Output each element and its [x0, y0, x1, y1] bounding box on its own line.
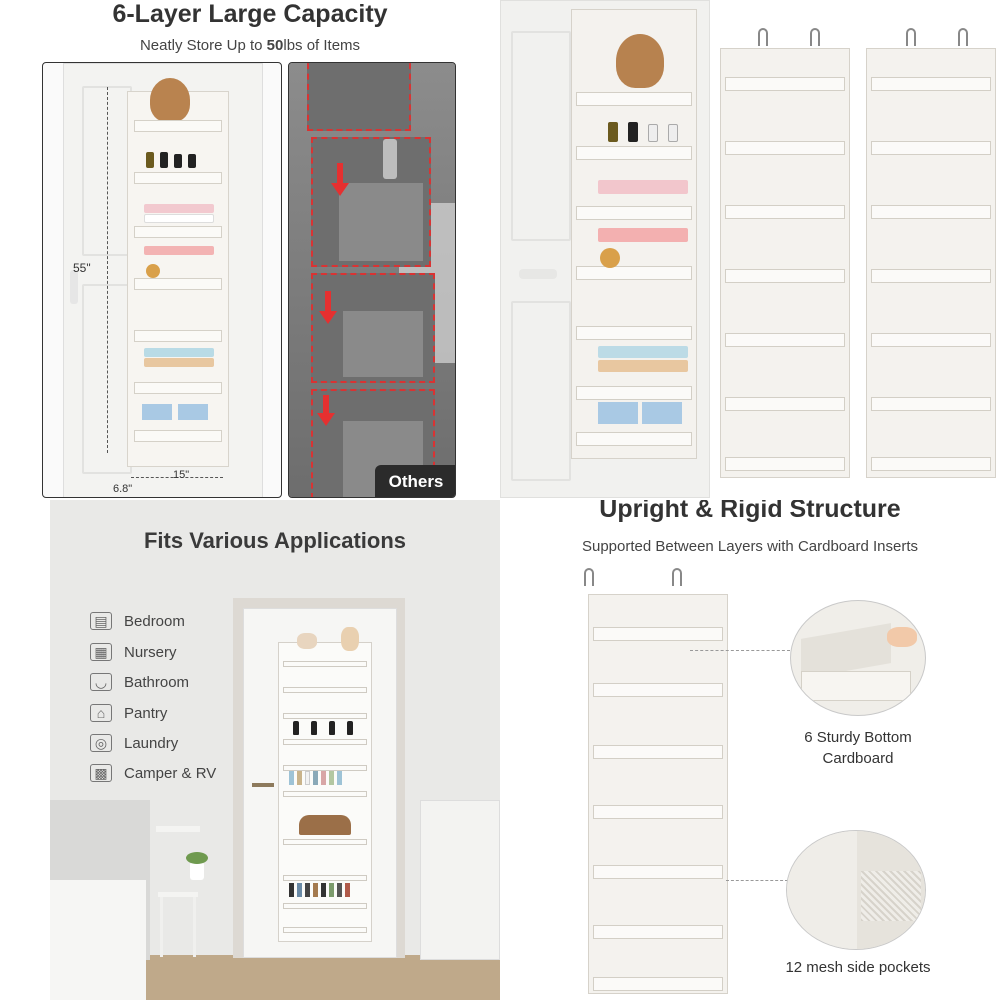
app-label: Laundry — [124, 734, 179, 752]
subtitle-prefix: Neatly Store Up to — [139, 37, 267, 54]
bed — [50, 880, 146, 1000]
app-label: Bathroom — [124, 673, 190, 691]
sag-arrow-icon — [319, 311, 337, 324]
app-label: Camper & RV — [124, 764, 217, 782]
bunny-toy — [341, 627, 359, 651]
sag-arrow-icon — [317, 413, 335, 426]
door-handle — [519, 269, 557, 279]
organizer-on-door — [278, 627, 372, 942]
depth-dimension: 6.8" — [113, 483, 133, 495]
structure-panel: Upright & Rigid Structure Supported Betw… — [500, 500, 1000, 1000]
washing-machine-icon: ◎ — [90, 734, 112, 752]
app-item-laundry: ◎ Laundry — [90, 731, 178, 755]
teddy-bear — [150, 78, 190, 122]
sagging-pocket-2 — [311, 137, 431, 267]
door-photo — [500, 0, 710, 498]
app-label: Bedroom — [124, 612, 185, 630]
pantry-icon: ⌂ — [90, 704, 112, 722]
width-dimension: 15" — [173, 469, 190, 481]
cardboard-caption: 6 Sturdy Bottom Cardboard — [770, 727, 946, 769]
hook-icon — [958, 28, 968, 46]
hook-icon — [672, 568, 682, 586]
cardboard-detail-image — [790, 600, 926, 716]
height-dimension: 55" — [73, 261, 91, 275]
subtitle-suffix: lbs of Items — [283, 37, 361, 54]
mesh-pocket-detail-image — [786, 830, 926, 950]
cardboard-caption-line1: 6 Sturdy Bottom — [804, 729, 912, 746]
structure-title: Upright & Rigid Structure — [599, 500, 901, 523]
cardboard-caption-line2: Cardboard — [822, 750, 894, 767]
hook-icon — [810, 28, 820, 46]
comparison-photo-frame: Others — [288, 62, 456, 498]
subtitle-weight: 50 — [266, 37, 284, 54]
bed-icon: ▤ — [90, 612, 112, 630]
side-shelf-unit — [420, 800, 500, 960]
crib-icon: ▦ — [90, 643, 112, 661]
app-label: Pantry — [124, 704, 168, 722]
hook-icon — [906, 28, 916, 46]
potted-plant — [190, 862, 204, 880]
others-badge: Others — [375, 465, 455, 497]
sagging-pocket-1 — [307, 63, 411, 131]
hook-icon — [758, 28, 768, 46]
organizer-empty-angle — [866, 48, 996, 478]
organizer-structure — [588, 594, 728, 994]
organizer-with-items — [571, 9, 697, 459]
camper-icon: ▩ — [90, 764, 112, 782]
door-handle — [252, 783, 274, 787]
app-item-camper: ▩ Camper & RV — [90, 761, 216, 785]
organizer-empty-front — [720, 48, 850, 478]
hand — [887, 627, 917, 647]
structure-subtitle: Supported Between Layers with Cardboard … — [581, 538, 919, 555]
door-handle — [70, 270, 78, 304]
chair-seat — [158, 892, 198, 897]
sag-arrow-icon — [331, 183, 349, 196]
bathtub-icon: ◡ — [90, 673, 112, 691]
app-item-pantry: ⌂ Pantry — [90, 701, 167, 725]
dimension-photo-frame: 55" 15" 6.8" — [42, 62, 282, 498]
applications-panel: Fits Various Applications ▤ Bedroom ▦ Nu… — [50, 500, 500, 1000]
chair-back — [156, 826, 200, 832]
mesh-pocket-caption: 12 mesh side pockets — [785, 959, 931, 976]
teddy-bear — [616, 34, 664, 88]
handbag — [299, 815, 351, 835]
app-item-nursery: ▦ Nursery — [90, 640, 177, 664]
spray-bottle — [383, 139, 397, 179]
capacity-panel: 6-Layer Large Capacity Neatly Store Up t… — [0, 0, 500, 500]
applications-title: Fits Various Applications — [143, 528, 406, 553]
hook-icon — [584, 568, 594, 586]
app-label: Nursery — [124, 643, 177, 661]
sagging-pocket-3 — [311, 273, 435, 383]
capacity-subtitle: Neatly Store Up to 50lbs of Items — [0, 37, 500, 54]
plush-toy — [297, 633, 317, 649]
app-item-bedroom: ▤ Bedroom — [90, 609, 185, 633]
capacity-title: 6-Layer Large Capacity — [112, 0, 388, 28]
organizer-dimension-view — [127, 78, 229, 467]
app-item-bathroom: ◡ Bathroom — [90, 670, 189, 694]
product-photos-panel — [500, 0, 1000, 500]
mesh-texture — [861, 871, 921, 921]
